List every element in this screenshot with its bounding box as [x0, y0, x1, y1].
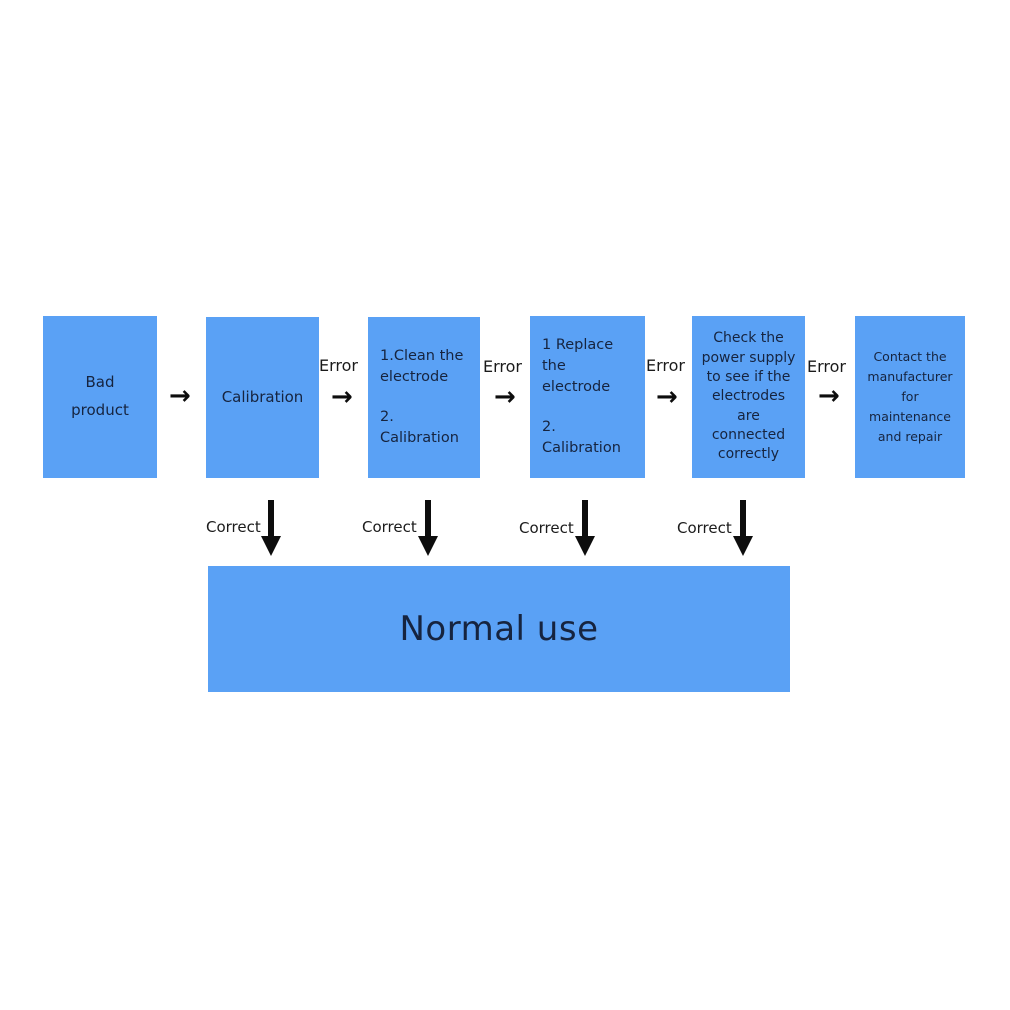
node-bad-product[interactable]: Bad product: [43, 316, 157, 478]
node-clean-electrode-line-1: 1.Clean the: [380, 348, 464, 365]
node-replace-electrode-line-2: electrode: [542, 379, 611, 396]
arrow-down-icon-2: [418, 500, 438, 556]
node-check-power-supply-line-1: Check the: [713, 330, 784, 347]
arrow-down-icon-1: [261, 500, 281, 556]
node-clean-electrode[interactable]: 1.Clean the electrode 2. Calibration: [368, 317, 480, 478]
node-contact-manufacturer-line-1: Contact the: [873, 349, 947, 364]
node-contact-manufacturer-line-3: for maintenance: [869, 389, 951, 424]
node-check-power-supply-line-6: correctly: [717, 446, 780, 463]
edge-label-error-4: Error: [807, 357, 846, 376]
node-check-power-supply-line-2: power supply: [701, 349, 796, 366]
node-contact-manufacturer[interactable]: Contact the manufacturer for maintenance…: [855, 316, 965, 478]
node-check-power-supply-line-5: connected: [711, 426, 786, 443]
node-clean-electrode-line-3: 2. Calibration: [380, 408, 459, 446]
node-check-power-supply-line-3: to see if the: [706, 369, 791, 386]
node-replace-electrode-line-3: 2. Calibration: [542, 418, 621, 456]
node-bad-product-line-1: Bad: [85, 373, 115, 392]
arrow-right-icon-4: →: [656, 382, 678, 412]
arrow-right-icon-5: →: [818, 381, 840, 411]
node-calibration[interactable]: Calibration: [206, 317, 319, 478]
arrow-down-icon-4: [733, 500, 753, 556]
edge-label-error-3: Error: [646, 356, 685, 375]
arrow-right-icon-1: →: [169, 381, 191, 411]
arrow-right-icon-2: →: [331, 382, 353, 412]
node-check-power-supply-line-4: electrodes are: [711, 388, 786, 424]
edge-label-error-2: Error: [483, 357, 522, 376]
edge-label-correct-3: Correct: [519, 519, 574, 537]
arrow-right-icon-3: →: [494, 382, 516, 412]
node-normal-use-label: Normal use: [399, 609, 599, 649]
edge-label-correct-2: Correct: [362, 518, 417, 536]
node-replace-electrode[interactable]: 1 Replace the electrode 2. Calibration: [530, 316, 645, 478]
node-check-power-supply[interactable]: Check the power supply to see if the ele…: [692, 316, 805, 478]
node-calibration-label: Calibration: [221, 387, 304, 406]
edge-label-correct-1: Correct: [206, 518, 261, 536]
edge-label-error-1: Error: [319, 356, 358, 375]
edge-label-correct-4: Correct: [677, 519, 732, 537]
node-bad-product-line-2: product: [71, 401, 129, 419]
node-clean-electrode-line-2: electrode: [380, 369, 449, 386]
node-normal-use[interactable]: Normal use: [208, 566, 790, 692]
node-contact-manufacturer-line-4: and repair: [877, 429, 943, 444]
node-contact-manufacturer-line-2: manufacturer: [867, 369, 953, 384]
node-replace-electrode-line-1: 1 Replace the: [542, 337, 614, 375]
arrow-down-icon-3: [575, 500, 595, 556]
